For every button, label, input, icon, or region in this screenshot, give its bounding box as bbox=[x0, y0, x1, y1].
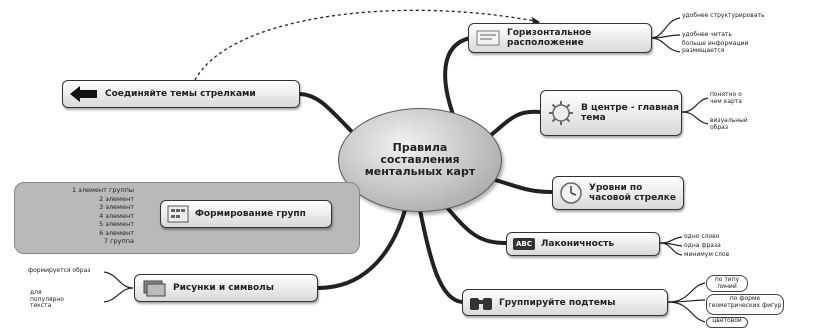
grouping-item: 6 элемент bbox=[99, 228, 134, 237]
node-grouping[interactable]: Формирование групп bbox=[160, 200, 332, 228]
node-horizontal-label: Горизонтальное расположение bbox=[507, 28, 592, 48]
subtopics-subitem-1: по типу линий bbox=[706, 275, 748, 292]
center-main-subitem-1: понятно о чем карта bbox=[710, 91, 742, 105]
horizontal-subitem-3: больше информации размещается bbox=[682, 40, 749, 54]
picture-icon bbox=[141, 279, 167, 297]
horizontal-subitem-2: удобнее читать bbox=[682, 31, 732, 38]
node-arrows-label: Соединяйте темы стрелками bbox=[105, 89, 256, 99]
node-pictures-label: Рисунки и символы bbox=[173, 283, 274, 293]
grouping-item: 1 элемент группы bbox=[72, 186, 134, 194]
grouping-item: 5 элемент bbox=[99, 220, 134, 228]
central-topic[interactable]: Правила составления ментальных карт bbox=[338, 108, 502, 212]
node-grouping-label: Формирование групп bbox=[195, 209, 306, 219]
pictures-subitem-1: формируется образ bbox=[28, 267, 91, 274]
concise-subitem-3: минимум слов bbox=[684, 251, 730, 258]
connector-subtopics bbox=[418, 209, 463, 304]
node-subtopics-label: Группируйте подтемы bbox=[499, 297, 616, 308]
grouping-items: 1 элемент группы 2 элемент 3 элемент 4 э… bbox=[18, 186, 148, 246]
node-arrows[interactable]: Соединяйте темы стрелками bbox=[62, 80, 300, 108]
grouping-item: 2 элемент bbox=[99, 194, 134, 203]
grouping-item: 3 элемент bbox=[99, 203, 134, 211]
connector-clockwise bbox=[487, 176, 553, 194]
concise-subitem-1: одно слово bbox=[684, 233, 720, 240]
abc-icon: ABC bbox=[513, 238, 535, 250]
node-subtopics[interactable]: Группируйте подтемы bbox=[462, 289, 668, 316]
abc-icon-text: ABC bbox=[516, 240, 532, 248]
subtopics-subitem-3: цветовой bbox=[706, 317, 748, 328]
connector-horizontal bbox=[443, 36, 471, 121]
clock-icon bbox=[559, 181, 583, 205]
gear-icon bbox=[547, 99, 575, 127]
grid-icon bbox=[167, 205, 189, 223]
horizontal-subitem-1: удобнее структурировать bbox=[682, 12, 765, 19]
grouping-item: 7 группа bbox=[103, 237, 134, 245]
concise-subitem-2: одна фраза bbox=[684, 242, 721, 249]
subtopics-subitem-2: по форме геометрических фигур bbox=[706, 294, 784, 315]
node-concise[interactable]: ABC Лаконичность bbox=[506, 232, 660, 256]
page-icon bbox=[475, 29, 501, 47]
arrow-left-icon bbox=[69, 85, 99, 103]
node-clockwise[interactable]: Уровни по часовой стрелке bbox=[552, 176, 684, 210]
connector-concise bbox=[443, 203, 508, 245]
central-topic-label: Правила составления ментальных карт bbox=[364, 141, 476, 178]
dashed-arrow bbox=[194, 9, 541, 81]
grouping-item: 4 элемент bbox=[99, 211, 134, 220]
center-main-subitem-2: визуальный образ bbox=[710, 117, 748, 131]
node-center-main[interactable]: В центре - главная тема bbox=[540, 90, 682, 136]
node-center-main-label: В центре - главная тема bbox=[581, 103, 679, 123]
pictures-subitem-2: для популярно текста bbox=[30, 289, 64, 309]
node-pictures[interactable]: Рисунки и символы bbox=[134, 274, 318, 302]
binoculars-icon bbox=[469, 295, 493, 311]
connector-pictures bbox=[317, 209, 407, 290]
node-horizontal[interactable]: Горизонтальное расположение bbox=[468, 23, 652, 53]
node-clockwise-label: Уровни по часовой стрелке bbox=[589, 183, 676, 203]
node-concise-label: Лаконичность bbox=[540, 239, 615, 249]
